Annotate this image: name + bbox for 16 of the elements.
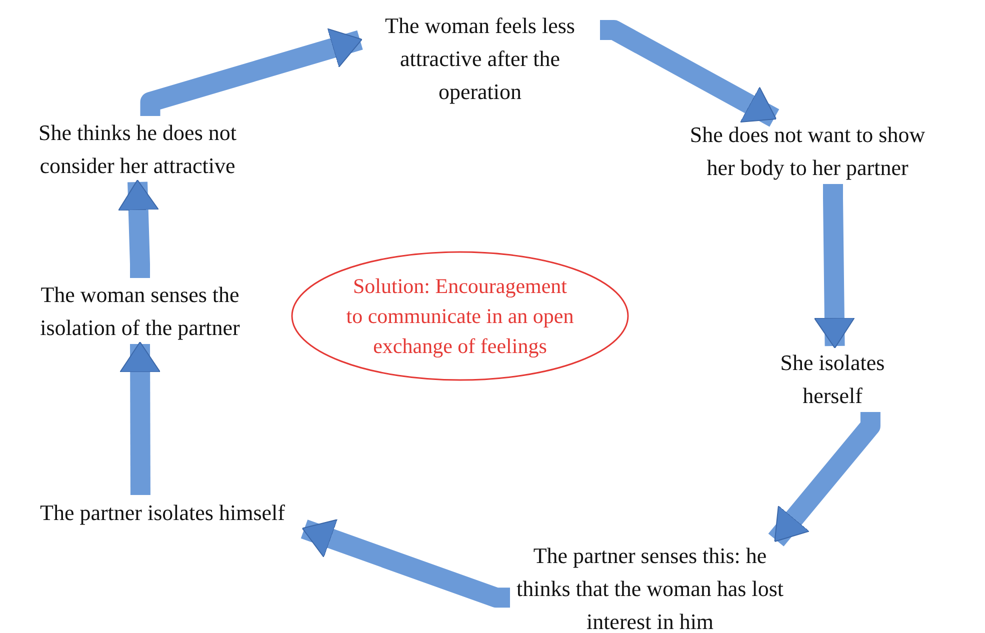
step-text: She thinks he does not consider her attractive	[38, 119, 238, 180]
step-text: The partner isolates himself	[40, 498, 285, 527]
block-arrow	[600, 20, 780, 127]
block-arrow	[814, 184, 855, 348]
step-text: She isolates herself	[779, 349, 886, 410]
block-arrow	[768, 412, 880, 546]
step-text: The partner senses this: he thinks that the woman has lost interest in him	[515, 542, 785, 633]
step-text: The woman feels less attractive after the operation	[384, 12, 576, 106]
block-arrow	[118, 180, 159, 278]
solution-ellipse	[290, 250, 630, 382]
solution-text: Solution: Encouragement to communicate in an open exchange of feelings	[345, 273, 575, 360]
block-arrow	[120, 342, 161, 496]
step-text: The woman senses the isolation of the partner	[39, 281, 241, 342]
block-arrow	[300, 519, 510, 608]
step-text: She does not want to show her body to her partner	[688, 121, 926, 182]
block-arrow	[140, 28, 363, 116]
